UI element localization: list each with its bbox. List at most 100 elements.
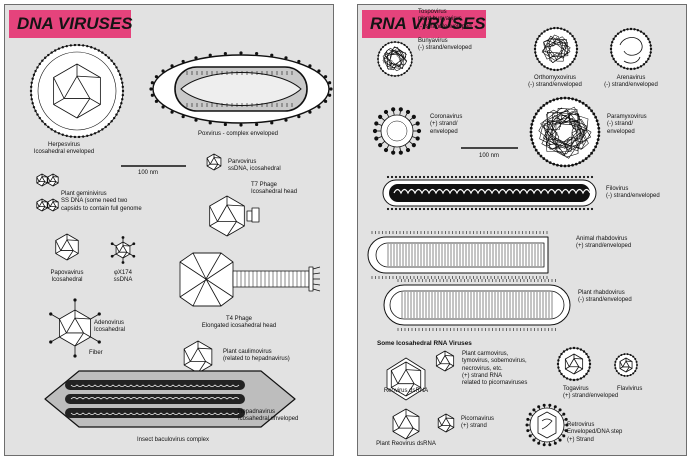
envelope-protein [569, 63, 572, 66]
icosahedron-edge [564, 358, 570, 367]
icosahedron-edge [41, 181, 46, 187]
icosahedron-edge [126, 251, 131, 255]
glycoprotein [546, 175, 550, 179]
envelope-protein [566, 65, 569, 68]
glycoprotein [502, 207, 506, 211]
envelope-protein [400, 42, 403, 45]
icosahedron-edge [206, 157, 211, 165]
label-line: (+) Strand [567, 436, 594, 443]
picornavirus-icon [437, 413, 455, 433]
envelope-protein [578, 161, 582, 165]
envelope-protein [634, 358, 637, 361]
glycoprotein [506, 175, 510, 179]
envelope-protein [90, 46, 93, 49]
envelope-protein [556, 26, 559, 30]
spike-knob [548, 403, 552, 407]
glycoprotein [386, 207, 390, 211]
icosahedron-edge [89, 98, 101, 105]
envelope-protein [581, 101, 585, 105]
surface-tubule [323, 75, 328, 79]
envelope-protein [394, 41, 396, 43]
nucleocapsid-coil [70, 397, 240, 400]
envelope-protein [77, 43, 81, 47]
glycoprotein [394, 175, 398, 179]
spike-knob [405, 109, 411, 115]
label-line: (+) strand/enveloped [576, 243, 632, 250]
label-line: Togavirus [563, 386, 589, 392]
glycoprotein [402, 207, 406, 211]
envelope-protein [47, 53, 50, 57]
envelope-protein [579, 348, 583, 351]
spike-knob [132, 254, 136, 258]
surface-tubule [161, 105, 165, 109]
glycoprotein [554, 175, 558, 179]
envelope-protein [584, 104, 588, 107]
glycoprotein [386, 175, 390, 179]
icosahedron-edge [391, 383, 399, 388]
envelope-protein [73, 43, 77, 47]
fiber-knob [97, 340, 101, 344]
spike-knob [528, 412, 532, 416]
envelope-protein [594, 115, 598, 119]
surface-tubule [329, 87, 333, 91]
envelope-protein [400, 73, 403, 76]
togavirus-label: Togavirus(+) strand/enveloped [563, 386, 618, 401]
glycoprotein [474, 207, 478, 211]
envelope-protein [635, 367, 638, 370]
envelope-protein [639, 30, 643, 33]
envelope-protein [597, 130, 601, 134]
label-line: Icosahedral enveloped [33, 149, 95, 156]
envelope-protein [647, 57, 650, 61]
glycoprotein [434, 175, 438, 179]
label-line: Parvovirus [228, 159, 257, 165]
envelope-protein [50, 128, 53, 131]
arenavirus-icon [609, 27, 653, 71]
glycoprotein [398, 207, 402, 211]
label-line: Orthomyxovirus [533, 75, 577, 81]
glycoprotein [418, 207, 422, 211]
envelope-protein [563, 164, 567, 168]
envelope-protein [548, 99, 552, 103]
envelope-protein [587, 106, 591, 110]
icosahedron-edge [66, 239, 79, 241]
icosahedron-face [63, 75, 91, 99]
icosahedron-edge [209, 221, 218, 227]
label-line: Coronavirus [430, 114, 463, 120]
spike-knob [548, 443, 552, 447]
envelope-protein [377, 58, 379, 60]
label-line: (+) strand/ [430, 121, 458, 128]
icosahedron-edge [629, 366, 633, 369]
plant-reovirus-icon [392, 408, 420, 440]
spike-knob [562, 412, 566, 416]
envelope-protein [579, 377, 583, 380]
envelope-protein [408, 48, 411, 51]
spike-knob [374, 136, 379, 141]
envelope-protein [121, 89, 125, 93]
spike-knob [564, 417, 568, 421]
genome-segments [541, 34, 571, 64]
envelope-protein [29, 89, 33, 93]
envelope-protein [569, 378, 572, 381]
icosahedron-face [622, 360, 630, 368]
envelope-protein [575, 51, 578, 54]
envelope-protein [649, 44, 652, 47]
head-face [192, 278, 222, 307]
envelope-protein [534, 51, 537, 54]
envelope-protein [529, 134, 533, 138]
caulimovirus-label: Plant caulimovirus(related to hepadnavir… [223, 349, 290, 364]
envelope-protein [41, 59, 44, 62]
icosahedron-edge [412, 427, 420, 432]
envelope-protein [530, 123, 534, 126]
spike-knob [564, 429, 568, 433]
envelope-protein [596, 138, 600, 141]
surface-tubule [181, 114, 185, 119]
envelope-protein [121, 85, 125, 89]
icosahedron-edge [449, 363, 454, 367]
envelope-protein [563, 28, 566, 31]
envelope-protein [537, 109, 540, 113]
envelope-protein [536, 57, 539, 61]
envelope-protein [390, 74, 393, 77]
envelope-protein [65, 134, 68, 138]
